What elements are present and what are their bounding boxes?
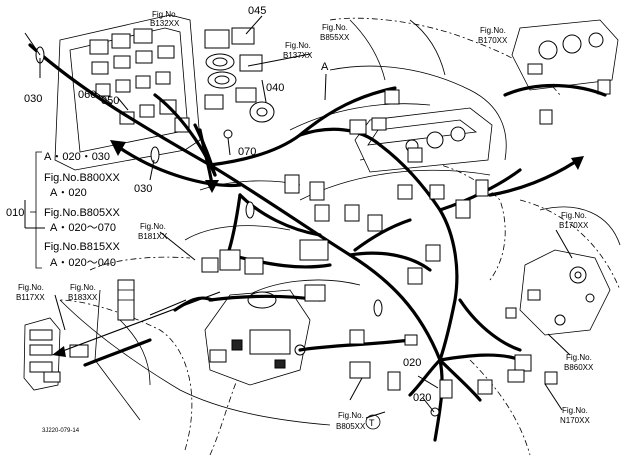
flow-arrows [52,128,584,357]
part-label-050: 050 [101,95,119,107]
callout-lines [24,15,573,419]
fig-ref-b805: Fig.No. B805XX [336,411,366,431]
legend-line-4: Fig.No.B805XX [44,207,120,219]
legend-block: A・020・030 Fig.No.B800XX A・020 Fig.No.B80… [44,151,120,269]
fig-ref-b117-l1: Fig.No. [18,283,44,292]
part-label-A: A [321,61,329,73]
combination-switch [519,249,611,336]
fig-ref-b137-l2: B137XX [283,51,313,60]
fig-ref-b183-l2: B183XX [68,293,98,302]
part-label-T: T [369,418,375,428]
fig-ref-b181-l2: B181XX [138,232,168,241]
legend-line-3: A・020 [50,187,87,199]
fig-ref-b137-l1: Fig.No. [285,41,311,50]
fig-ref-b855-l2: B855XX [320,33,350,42]
fig-ref-b181: Fig.No. B181XX [138,222,168,241]
part-label-020-b: 020 [413,392,431,404]
instrument-panel [511,19,619,125]
fig-ref-b170-top-l1: Fig.No. [480,26,506,35]
part-label-045: 045 [248,5,266,17]
part-label-030-mid: 030 [134,183,152,195]
fig-ref-b860-l1: Fig.No. [566,353,592,362]
fig-ref-b860-l2: B860XX [564,363,594,372]
legend-line-5: A・020～070 [50,222,116,234]
fig-ref-b805-l2: B805XX [336,422,366,431]
part-label-020-a: 020 [403,357,421,369]
fig-ref-b170-mid-l1: Fig.No. [561,211,587,220]
fig-ref-b183: Fig.No. B183XX [68,283,98,302]
part-label-040: 040 [266,82,284,94]
fig-ref-b183-l1: Fig.No. [70,283,96,292]
part-label-010: 010 [6,207,24,219]
fig-ref-b805-l1: Fig.No. [338,411,364,420]
part-label-030-top: 030 [24,93,42,105]
fig-ref-b132-l1: Fig.No. [152,10,178,19]
legend-line-6: Fig.No.B815XX [44,241,120,253]
fig-ref-n170: Fig.No. N170XX [560,406,590,425]
fig-ref-b860: Fig.No. B860XX [564,353,594,372]
cylinder-part [117,279,135,321]
fig-ref-b170-mid-l2: B170XX [559,221,589,230]
fig-ref-b132-l2: B132XX [150,19,180,28]
fig-ref-b855-l1: Fig.No. [322,23,348,32]
engine-component [204,289,311,386]
drawing-code: 3J220-079-14 [42,428,80,434]
fig-ref-b132: Fig.No. B132XX [150,10,180,28]
legend-line-7: A・020～040 [50,257,116,269]
dash-panel [354,107,493,173]
legend-line-1: A・020・030 [44,151,110,163]
fig-ref-b170-top: Fig.No. B170XX [478,26,508,45]
fig-ref-b137: Fig.No. B137XX [283,41,313,60]
fig-ref-b117: Fig.No. B117XX [16,283,45,302]
harness-connectors [201,89,558,417]
fig-ref-n170-l1: Fig.No. [562,406,588,415]
fig-ref-b855: Fig.No. B855XX [320,23,350,42]
fig-ref-b170-top-l2: B170XX [478,36,508,45]
left-relay-block [23,317,89,391]
terminal-T-circle [365,414,381,430]
fig-ref-b181-l1: Fig.No. [140,222,166,231]
part-label-060: 060 [78,89,96,101]
legend-line-2: Fig.No.B800XX [44,172,120,184]
legend-bracket [30,151,42,269]
relay-group [204,27,275,139]
fig-ref-b170-mid: Fig.No. B170XX [559,211,589,230]
part-label-070: 070 [238,146,256,158]
fig-ref-n170-l2: N170XX [560,416,590,425]
fig-ref-b117-l2: B117XX [16,293,45,302]
